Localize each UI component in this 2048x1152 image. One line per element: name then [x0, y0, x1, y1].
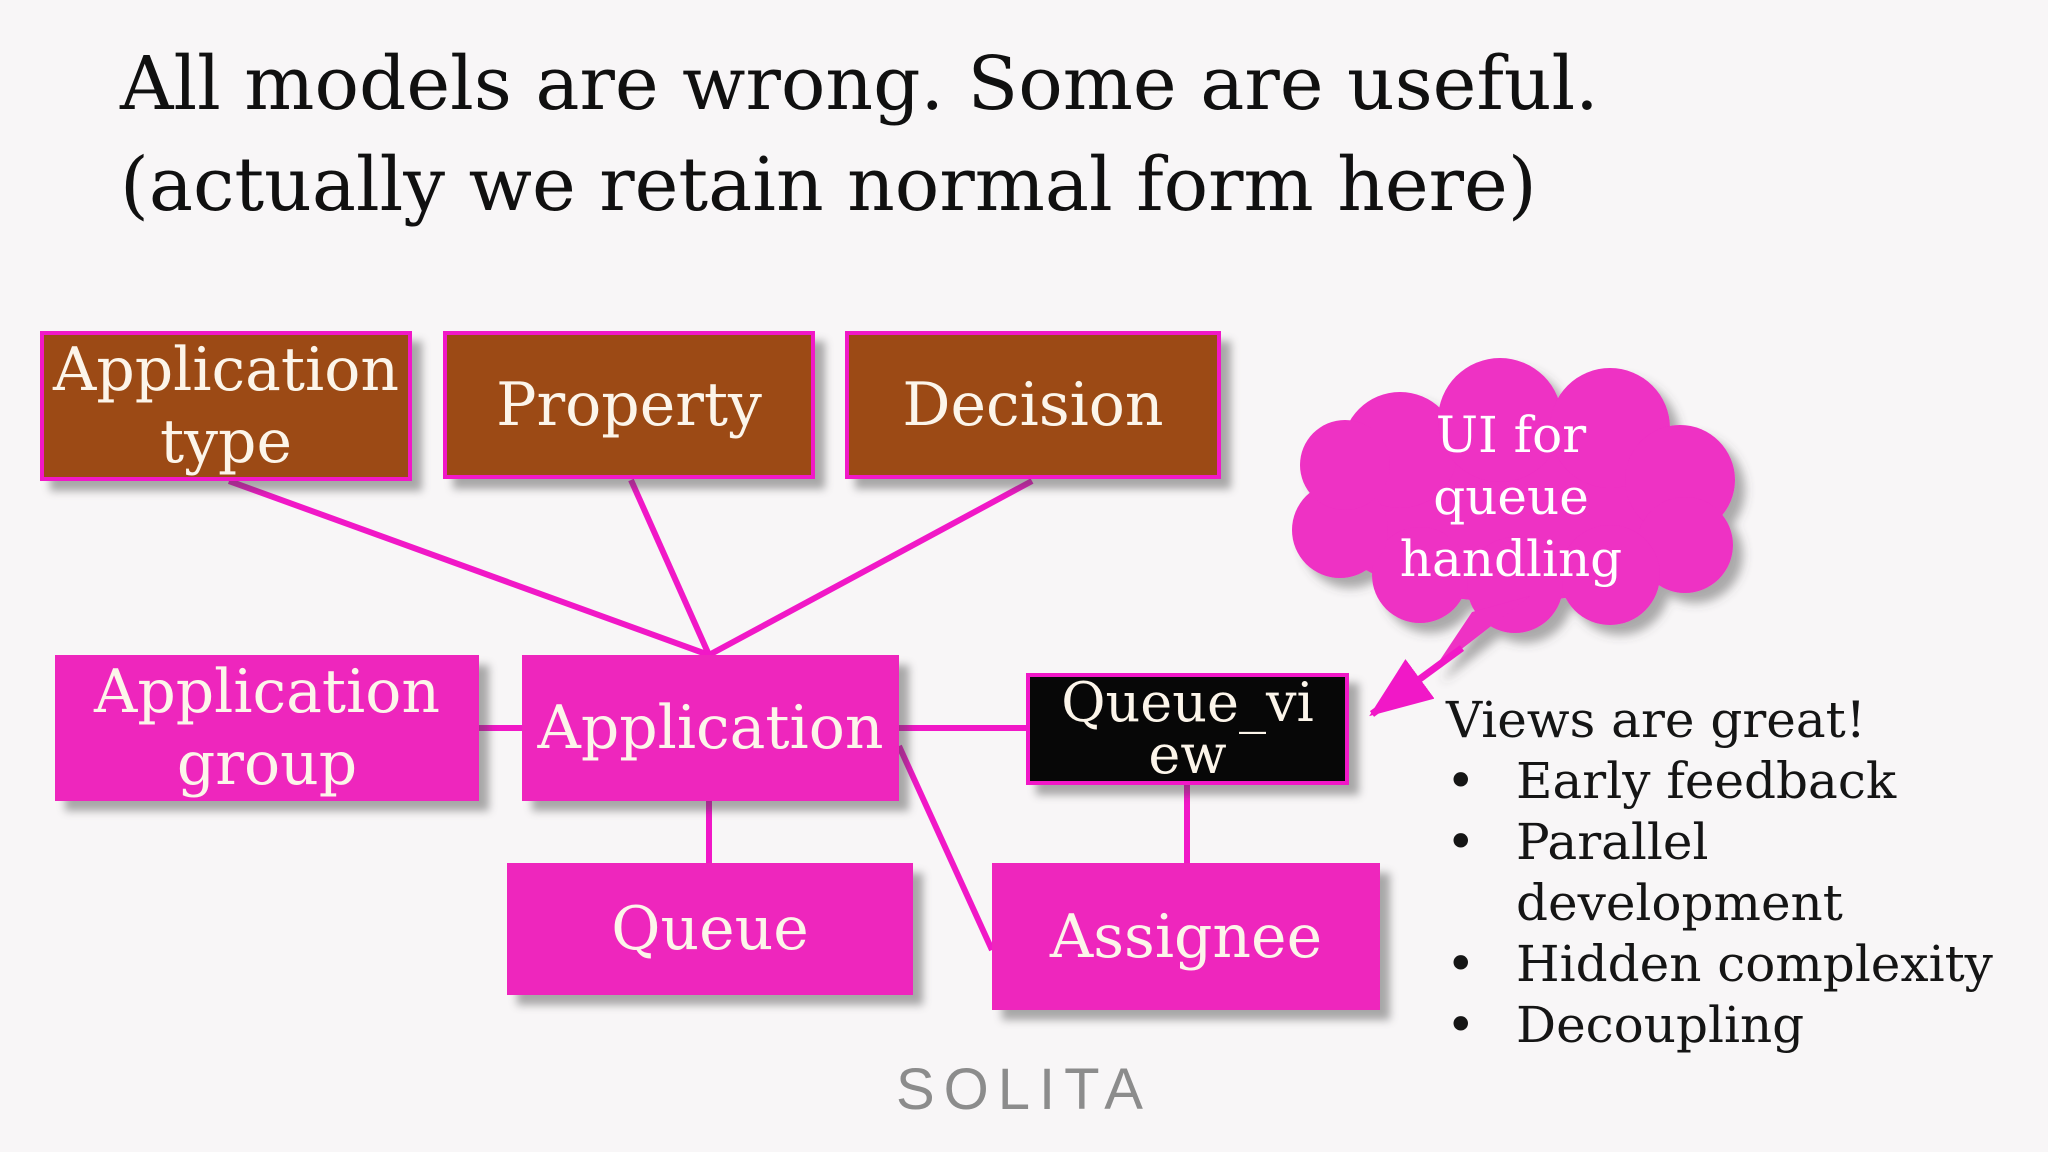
node-queue-label: Queue	[611, 894, 809, 964]
title-line-2: (actually we retain normal form here)	[120, 142, 1537, 228]
bullet-item: • Decoupling	[1446, 995, 2046, 1056]
bullet-item: • Hidden complexity	[1446, 934, 2046, 995]
edge-decision-application	[707, 478, 1034, 658]
bullet-text: Decoupling	[1516, 996, 1805, 1054]
node-queue-view-label: Queue_view	[1061, 671, 1314, 786]
views-heading: Views are great!	[1446, 691, 1866, 749]
cloud-shape	[1292, 358, 1735, 672]
bullet-icon: •	[1446, 935, 1476, 993]
node-property: Property	[443, 331, 815, 479]
edge-application-assignee	[896, 744, 995, 952]
edge-cloud-queue-view-arrow	[1369, 645, 1465, 717]
node-application-group-label: Application group	[94, 657, 440, 799]
node-decision-label: Decision	[902, 370, 1164, 440]
node-application-type-label: Application type	[53, 335, 399, 477]
node-application-type: Application type	[40, 331, 412, 481]
title-line-1: All models are wrong. Some are useful.	[120, 41, 1599, 127]
edge-property-application	[628, 478, 712, 657]
node-application-label: Application	[537, 693, 884, 763]
cloud-callout-label: UI for queue handling	[1399, 406, 1623, 588]
bullet-text: Parallel development	[1516, 813, 1843, 932]
edge-application-type-application	[227, 478, 711, 658]
node-decision: Decision	[845, 331, 1221, 479]
node-application-group: Application group	[55, 655, 479, 801]
bullet-text: Hidden complexity	[1516, 935, 1993, 993]
bullet-icon: •	[1446, 996, 1476, 1054]
bullet-icon: •	[1446, 813, 1476, 871]
node-assignee-label: Assignee	[1049, 901, 1323, 972]
bullet-text: Early feedback	[1516, 752, 1897, 810]
bullet-icon: •	[1446, 752, 1476, 810]
node-queue: Queue	[507, 863, 913, 995]
views-notes: Views are great! • Early feedback • Para…	[1446, 690, 2046, 1056]
node-property-label: Property	[496, 370, 762, 440]
node-assignee: Assignee	[992, 863, 1380, 1010]
bullet-item: • Parallel development	[1446, 812, 2046, 934]
node-queue-view: Queue_view	[1026, 673, 1349, 785]
bullet-item: • Early feedback	[1446, 751, 2046, 812]
node-application: Application	[522, 655, 899, 801]
solita-logo: SOLITA	[896, 1057, 1152, 1122]
slide-title: All models are wrong. Some are useful. (…	[120, 34, 1599, 236]
